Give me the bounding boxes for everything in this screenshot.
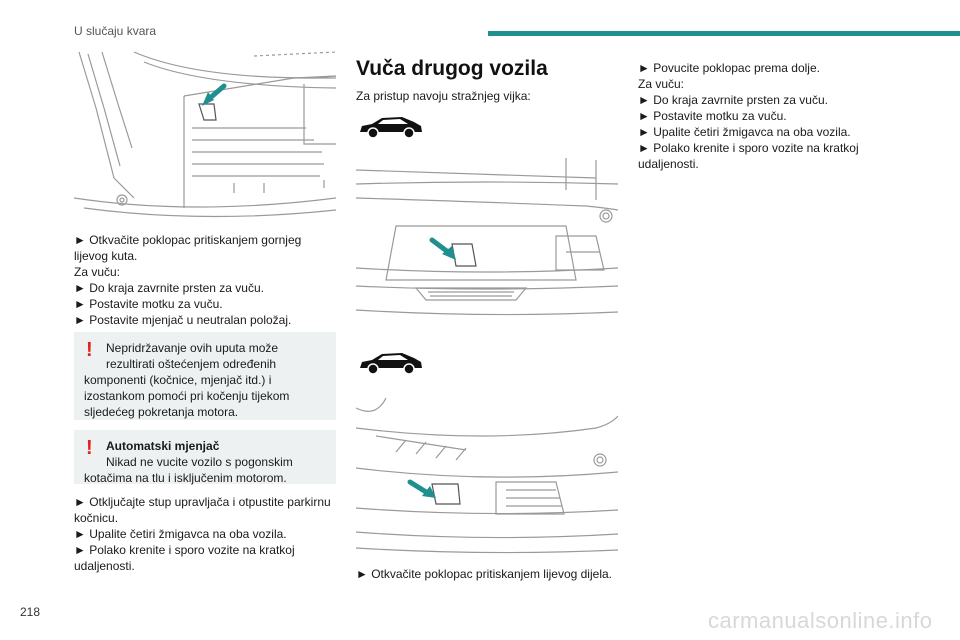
right-step-1: ► Povucite poklopac prema dolje. bbox=[638, 61, 820, 75]
warning-2-line: kotačima na tlu i isključenim motorom. bbox=[84, 471, 287, 485]
warning-2-line: Nikad ne vucite vozilo s pogonskim bbox=[106, 455, 293, 469]
right-step-3: ► Postavite motku za vuču. bbox=[638, 109, 787, 123]
left-step-1-cont: lijevog kuta. bbox=[74, 249, 138, 263]
warning-1-line: sljedećeg pokretanja motora. bbox=[84, 405, 239, 419]
page-number: 218 bbox=[20, 605, 41, 619]
left-step-3: ► Postavite motku za vuču. bbox=[74, 297, 223, 311]
warning-1-line: rezultirati oštećenjem određenih bbox=[106, 357, 277, 371]
right-for-towing: Za vuču: bbox=[638, 77, 685, 91]
middle-caption: ► Otkvačite poklopac pritiskanjem lijevo… bbox=[356, 566, 622, 582]
left-step-5-cont: kočnicu. bbox=[74, 511, 119, 525]
warning-box-damage: ! Nepridržavanje ovih uputa može rezulti… bbox=[74, 332, 336, 420]
right-step-2: ► Do kraja zavrnite prsten za vuču. bbox=[638, 93, 828, 107]
rear-bumper-illustration-2 bbox=[356, 397, 618, 554]
right-step-4: ► Upalite četiri žmigavca na oba vozila. bbox=[638, 125, 851, 139]
section-intro: Za pristup navoju stražnjeg vijka: bbox=[356, 89, 531, 103]
header-accent-bar bbox=[488, 31, 960, 36]
suv-silhouette-icon bbox=[360, 353, 422, 375]
front-bumper-illustration bbox=[74, 51, 336, 218]
right-steps: ► Povucite poklopac prema dolje. Za vuču… bbox=[638, 60, 898, 172]
left-step-6: ► Upalite četiri žmigavca na oba vozila. bbox=[74, 527, 287, 541]
warning-1-line: Nepridržavanje ovih uputa može bbox=[106, 341, 279, 355]
left-step-4: ► Postavite mjenjač u neutralan položaj. bbox=[74, 313, 292, 327]
section-title: Vuča drugog vozila bbox=[356, 57, 548, 80]
right-step-5-cont: udaljenosti. bbox=[638, 157, 699, 171]
middle-step: ► Otkvačite poklopac pritiskanjem lijevo… bbox=[356, 567, 612, 581]
left-for-towing: Za vuču: bbox=[74, 265, 121, 279]
running-header: U slučaju kvara bbox=[74, 24, 157, 38]
watermark: carmanualsonline.info bbox=[708, 608, 933, 633]
left-step-5: ► Otključajte stup upravljača i otpustit… bbox=[74, 495, 331, 509]
suv-silhouette-icon bbox=[360, 117, 422, 139]
left-steps-2: ► Otključajte stup upravljača i otpustit… bbox=[74, 494, 340, 574]
rear-bumper-illustration-1 bbox=[356, 158, 618, 316]
warning-exclamation-icon: ! bbox=[86, 339, 93, 361]
warning-box-automatic: ! Automatski mjenjač Nikad ne vucite voz… bbox=[74, 430, 336, 485]
left-step-7-cont: udaljenosti. bbox=[74, 559, 135, 573]
left-step-2: ► Do kraja zavrnite prsten za vuču. bbox=[74, 281, 264, 295]
left-step-1: ► Otkvačite poklopac pritiskanjem gornje… bbox=[74, 233, 302, 247]
left-step-7: ► Polako krenite i sporo vozite na kratk… bbox=[74, 543, 295, 557]
warning-exclamation-icon: ! bbox=[86, 437, 93, 459]
warning-1-line: komponenti (kočnice, mjenjač itd.) i bbox=[84, 373, 272, 387]
left-steps-1: ► Otkvačite poklopac pritiskanjem gornje… bbox=[74, 232, 340, 328]
warning-2-title: Automatski mjenjač bbox=[106, 439, 220, 453]
middle-column: Vuča drugog vozila Za pristup navoju str… bbox=[356, 56, 622, 104]
warning-1-line: izostankom pomoći pri kočenju tijekom bbox=[84, 389, 290, 403]
right-step-5: ► Polako krenite i sporo vozite na kratk… bbox=[638, 141, 859, 155]
